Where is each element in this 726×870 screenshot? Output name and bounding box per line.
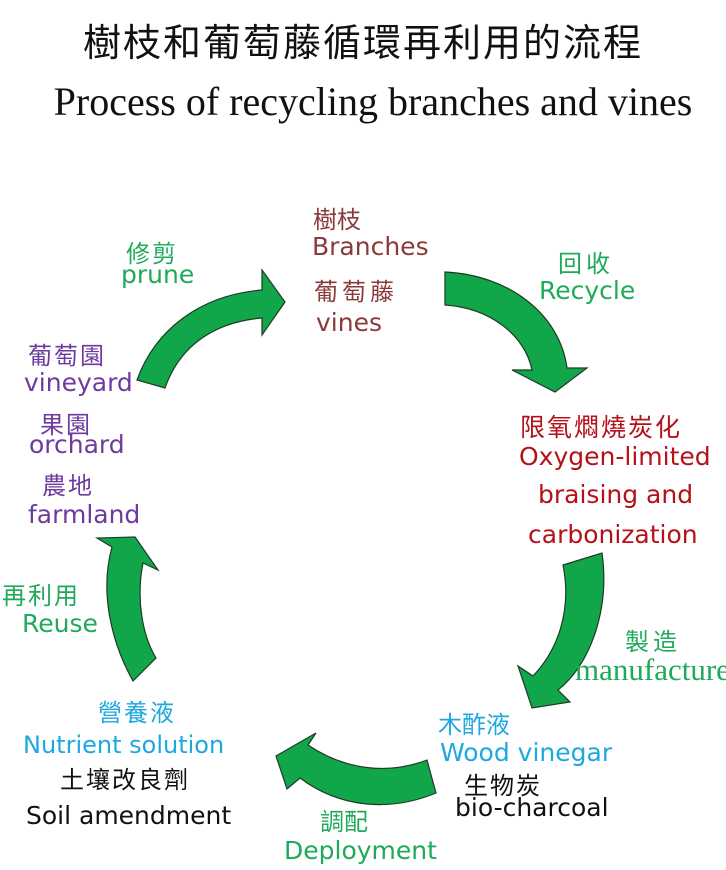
arrow-manufacture: [516, 552, 605, 709]
step-prune-en: prune: [121, 260, 195, 289]
node-wood-vinegar-zh: 木酢液: [438, 711, 510, 739]
step-reuse-zh: 再利用: [2, 582, 80, 610]
node-carbonization-en-2: braising and: [538, 480, 694, 509]
arrow-deployment: [275, 732, 437, 806]
step-prune-zh: 修剪: [126, 240, 178, 268]
step-manufacture-en: manufacture: [575, 652, 726, 687]
title-chinese: 樹枝和葡萄藤循環再利用的流程: [82, 21, 643, 65]
step-manufacture-zh: 製造: [625, 628, 681, 656]
node-soil-amendment-en: Soil amendment: [26, 801, 232, 830]
node-nutrient-en: Nutrient solution: [23, 731, 225, 759]
step-recycle-zh: 回收: [558, 250, 614, 278]
step-deployment-en: Deployment: [284, 836, 437, 865]
node-orchard-en: orchard: [29, 430, 125, 459]
node-vines-en: vines: [316, 308, 382, 337]
node-carbonization-zh: 限氧燜燒炭化: [520, 413, 683, 442]
title-english: Process of recycling branches and vines: [53, 79, 693, 124]
node-wood-vinegar-en: Wood vinegar: [440, 738, 613, 767]
node-carbonization-en-3: carbonization: [528, 520, 698, 549]
node-biochar-zh: 生物炭: [464, 772, 542, 800]
node-nutrient-zh: 營養液: [98, 699, 176, 727]
node-orchard-zh: 果園: [40, 411, 92, 439]
node-vineyard-zh: 葡萄園: [28, 342, 106, 370]
node-vineyard-en: vineyard: [24, 368, 133, 397]
node-biochar-en: bio-charcoal: [455, 793, 609, 822]
node-branches-en: Branches: [312, 232, 429, 261]
arrow-prune: [136, 268, 286, 389]
node-branches-zh: 樹枝: [313, 206, 361, 234]
step-reuse-en: Reuse: [22, 609, 98, 638]
arrow-reuse: [94, 536, 160, 682]
arrow-recycle: [444, 271, 589, 393]
node-farmland-en: farmland: [28, 500, 141, 529]
node-carbonization-en-1: Oxygen-limited: [519, 442, 711, 471]
node-soil-amendment-zh: 土壤改良劑: [60, 766, 190, 794]
node-vines-zh: 葡萄藤: [314, 278, 398, 306]
step-deployment-zh: 調配: [320, 808, 368, 836]
node-farmland-zh: 農地: [42, 472, 94, 500]
step-recycle-en: Recycle: [539, 276, 636, 305]
